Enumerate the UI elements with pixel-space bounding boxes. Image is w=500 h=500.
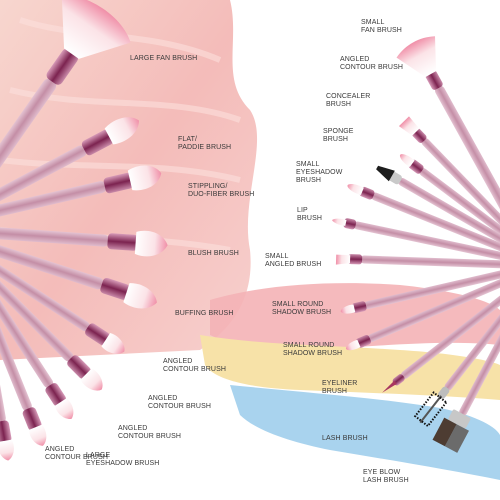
label-buffing-brush: BUFFING BRUSH (175, 310, 234, 317)
label-angled-contour-1: ANGLED CONTOUR BRUSH (163, 358, 227, 373)
label-lash-brush: LASH BRUSH (322, 435, 368, 442)
label-eyeliner-brush: EYELINER BRUSH (322, 380, 358, 395)
label-small-fan-brush: SMALL FAN BRUSH (361, 19, 402, 34)
label-stippling-brush: STIPPLING/ DUO-FIBER BRUSH (188, 183, 255, 198)
label-blush-brush: BLUSH BRUSH (188, 250, 239, 257)
label-eyebrow-lash-brush: EYE BLOW LASH BRUSH (363, 469, 409, 484)
blue-swatch (230, 385, 500, 480)
label-small-eyeshadow-brush: SMALL EYESHADOW BRUSH (296, 161, 343, 184)
label-angled-contour-2: ANGLED CONTOUR BRUSH (148, 395, 212, 410)
label-small-angled-brush: SMALL ANGLED BRUSH (265, 253, 322, 268)
label-sponge-brush: SPONGE BRUSH (323, 128, 354, 143)
label-large-eyeshadow-brush: LARGE EYESHADOW BRUSH (86, 452, 160, 467)
label-small-round-shadow-1: SMALL ROUND SHADOW BRUSH (272, 301, 332, 316)
left-brush-fan (0, 0, 168, 461)
label-angled-contour-4: ANGLED CONTOUR BRUSH (45, 446, 109, 461)
yellow-swatch (200, 335, 500, 400)
label-flat-paddle-brush: FLAT/ PADDIE BRUSH (178, 136, 232, 151)
label-angled-contour-3: ANGLED CONTOUR BRUSH (118, 425, 182, 440)
pink-swatch-right (210, 283, 500, 351)
label-angled-contour-right: ANGLED CONTOUR BRUSH (340, 56, 404, 71)
right-brush-fan (332, 36, 500, 453)
label-small-round-shadow-2: SMALL ROUND SHADOW BRUSH (283, 342, 343, 357)
label-concealer-brush: CONCEALER BRUSH (326, 93, 371, 108)
label-large-fan-brush: LARGE FAN BRUSH (130, 55, 198, 62)
label-lip-brush: LIP BRUSH (297, 207, 323, 222)
